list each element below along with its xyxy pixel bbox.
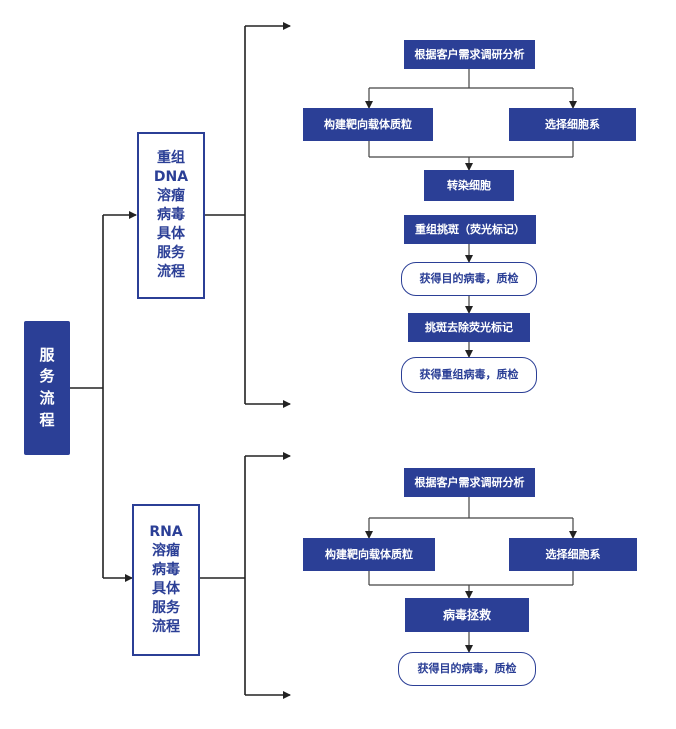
root-service-flow: 服 务 流 程 bbox=[24, 321, 70, 455]
dna-step-get-virus-qc: 获得目的病毒，质检 bbox=[401, 262, 537, 296]
dna-step-remove-marker: 挑斑去除荧光标记 bbox=[408, 313, 530, 342]
branch-rna-title: RNA 溶瘤 病毒 具体 服务 流程 bbox=[132, 504, 200, 656]
rna-step-virus-rescue: 病毒拯救 bbox=[405, 598, 529, 632]
rna-step-select-cells: 选择细胞系 bbox=[509, 538, 637, 571]
rna-step-research: 根据客户需求调研分析 bbox=[404, 468, 535, 497]
dna-step-get-recombinant-qc: 获得重组病毒，质检 bbox=[401, 357, 537, 393]
branch-dna-title: 重组 DNA 溶瘤 病毒 具体 服务 流程 bbox=[137, 132, 205, 299]
dna-step-transfect: 转染细胞 bbox=[424, 170, 514, 201]
dna-step-research: 根据客户需求调研分析 bbox=[404, 40, 535, 69]
dna-step-build-vector: 构建靶向载体质粒 bbox=[303, 108, 433, 141]
rna-step-get-virus-qc: 获得目的病毒，质检 bbox=[398, 652, 536, 686]
rna-step-build-vector: 构建靶向载体质粒 bbox=[303, 538, 435, 571]
dna-step-select-cells: 选择细胞系 bbox=[509, 108, 636, 141]
dna-step-pick-plaque: 重组挑斑（荧光标记） bbox=[404, 215, 536, 244]
